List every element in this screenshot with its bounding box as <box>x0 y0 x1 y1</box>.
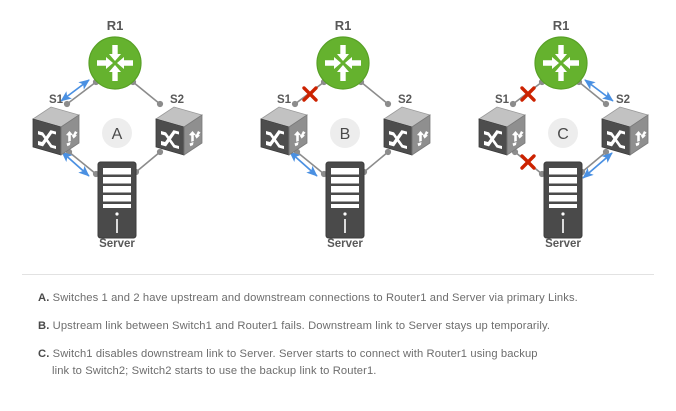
arrow-s1-server <box>61 151 90 177</box>
panel-c-switch2-label: S2 <box>616 94 630 106</box>
arrow-s2-router <box>584 79 614 102</box>
panel-c-switch1-icon <box>478 106 526 156</box>
caption-text-c-line1: Switch1 disables downstream link to Serv… <box>52 348 538 361</box>
panel-c-switch2-icon <box>601 106 649 156</box>
panel-c-server-label: Server <box>545 238 581 250</box>
caption-key-a: A. <box>38 292 50 304</box>
panel-c-server-icon <box>543 161 583 239</box>
caption-key-b: B. <box>38 320 50 333</box>
panel-c-badge-label: C <box>557 126 569 143</box>
panel-a-badge-bg <box>102 118 132 148</box>
panel-b-router-label: R1 <box>335 18 352 33</box>
panel-b-badge-label: B <box>340 126 351 143</box>
panel-b-fail-x-s1-router <box>302 86 318 102</box>
caption-item-b: B. Upstream link between Switch1 and Rou… <box>38 318 648 334</box>
panel-b-router-icon <box>316 36 370 90</box>
panel-a-server-label: Server <box>99 238 135 250</box>
panel-b-badge-bg <box>330 118 360 148</box>
link-s2-router <box>132 81 161 105</box>
panel-c: R1 S1 S2 Server C <box>478 18 649 250</box>
caption-item-a: A. Switches 1 and 2 have upstream and do… <box>38 290 648 306</box>
link-s2-server <box>135 151 161 173</box>
arrow-s1-router <box>60 79 90 102</box>
panel-a-router-icon <box>88 36 142 90</box>
panel-b-active-arrows <box>289 151 318 177</box>
panel-b: R1 S1 S2 Server B <box>260 18 431 250</box>
network-diagram: R1 S1 S2 Server A <box>32 18 649 250</box>
panel-b-switch1-label: S1 <box>277 94 292 106</box>
panel-b-server-label: Server <box>327 238 363 250</box>
panel-a-switch2-icon <box>155 106 203 156</box>
panel-c-active-arrows <box>582 79 614 179</box>
panel-a-server-icon <box>97 161 137 239</box>
panel-c-fail-x-s1-server <box>520 154 536 170</box>
panel-a-switch1-icon <box>32 106 80 156</box>
link-s2-server <box>363 151 389 173</box>
caption-text-b: Upstream link between Switch1 and Router… <box>52 320 551 333</box>
arrow-s1-server <box>289 151 318 177</box>
panel-a-switch1-label: S1 <box>49 94 64 106</box>
panel-a-router-label: R1 <box>107 18 124 33</box>
panel-b-switch1-icon <box>260 106 308 156</box>
panel-c-router-label: R1 <box>553 18 570 33</box>
panel-b-switch2-label: S2 <box>398 94 412 106</box>
caption-item-c: C. Switch1 disables downstream link to S… <box>38 346 648 378</box>
panel-c-fail-x-s1-router <box>520 86 536 102</box>
panel-c-router-icon <box>534 36 588 90</box>
caption-key-c: C. <box>38 348 50 361</box>
panel-a-active-arrows <box>60 79 90 177</box>
panel-a-switch2-label: S2 <box>170 94 184 106</box>
link-s2-router <box>360 81 389 105</box>
arrow-s2-server <box>582 152 613 179</box>
caption-text-a: Switches 1 and 2 have upstream and downs… <box>52 292 578 304</box>
caption-list: A. Switches 1 and 2 have upstream and do… <box>38 290 648 391</box>
panel-b-switch2-icon <box>383 106 431 156</box>
panel-a: R1 S1 S2 Server A <box>32 18 203 250</box>
caption-text-c-line2: link to Switch2; Switch2 starts to use t… <box>52 364 377 377</box>
panel-b-server-icon <box>325 161 365 239</box>
panel-a-badge-label: A <box>112 126 123 143</box>
section-divider <box>22 274 654 275</box>
panel-c-badge-bg <box>548 118 578 148</box>
panel-c-switch1-label: S1 <box>495 94 510 106</box>
